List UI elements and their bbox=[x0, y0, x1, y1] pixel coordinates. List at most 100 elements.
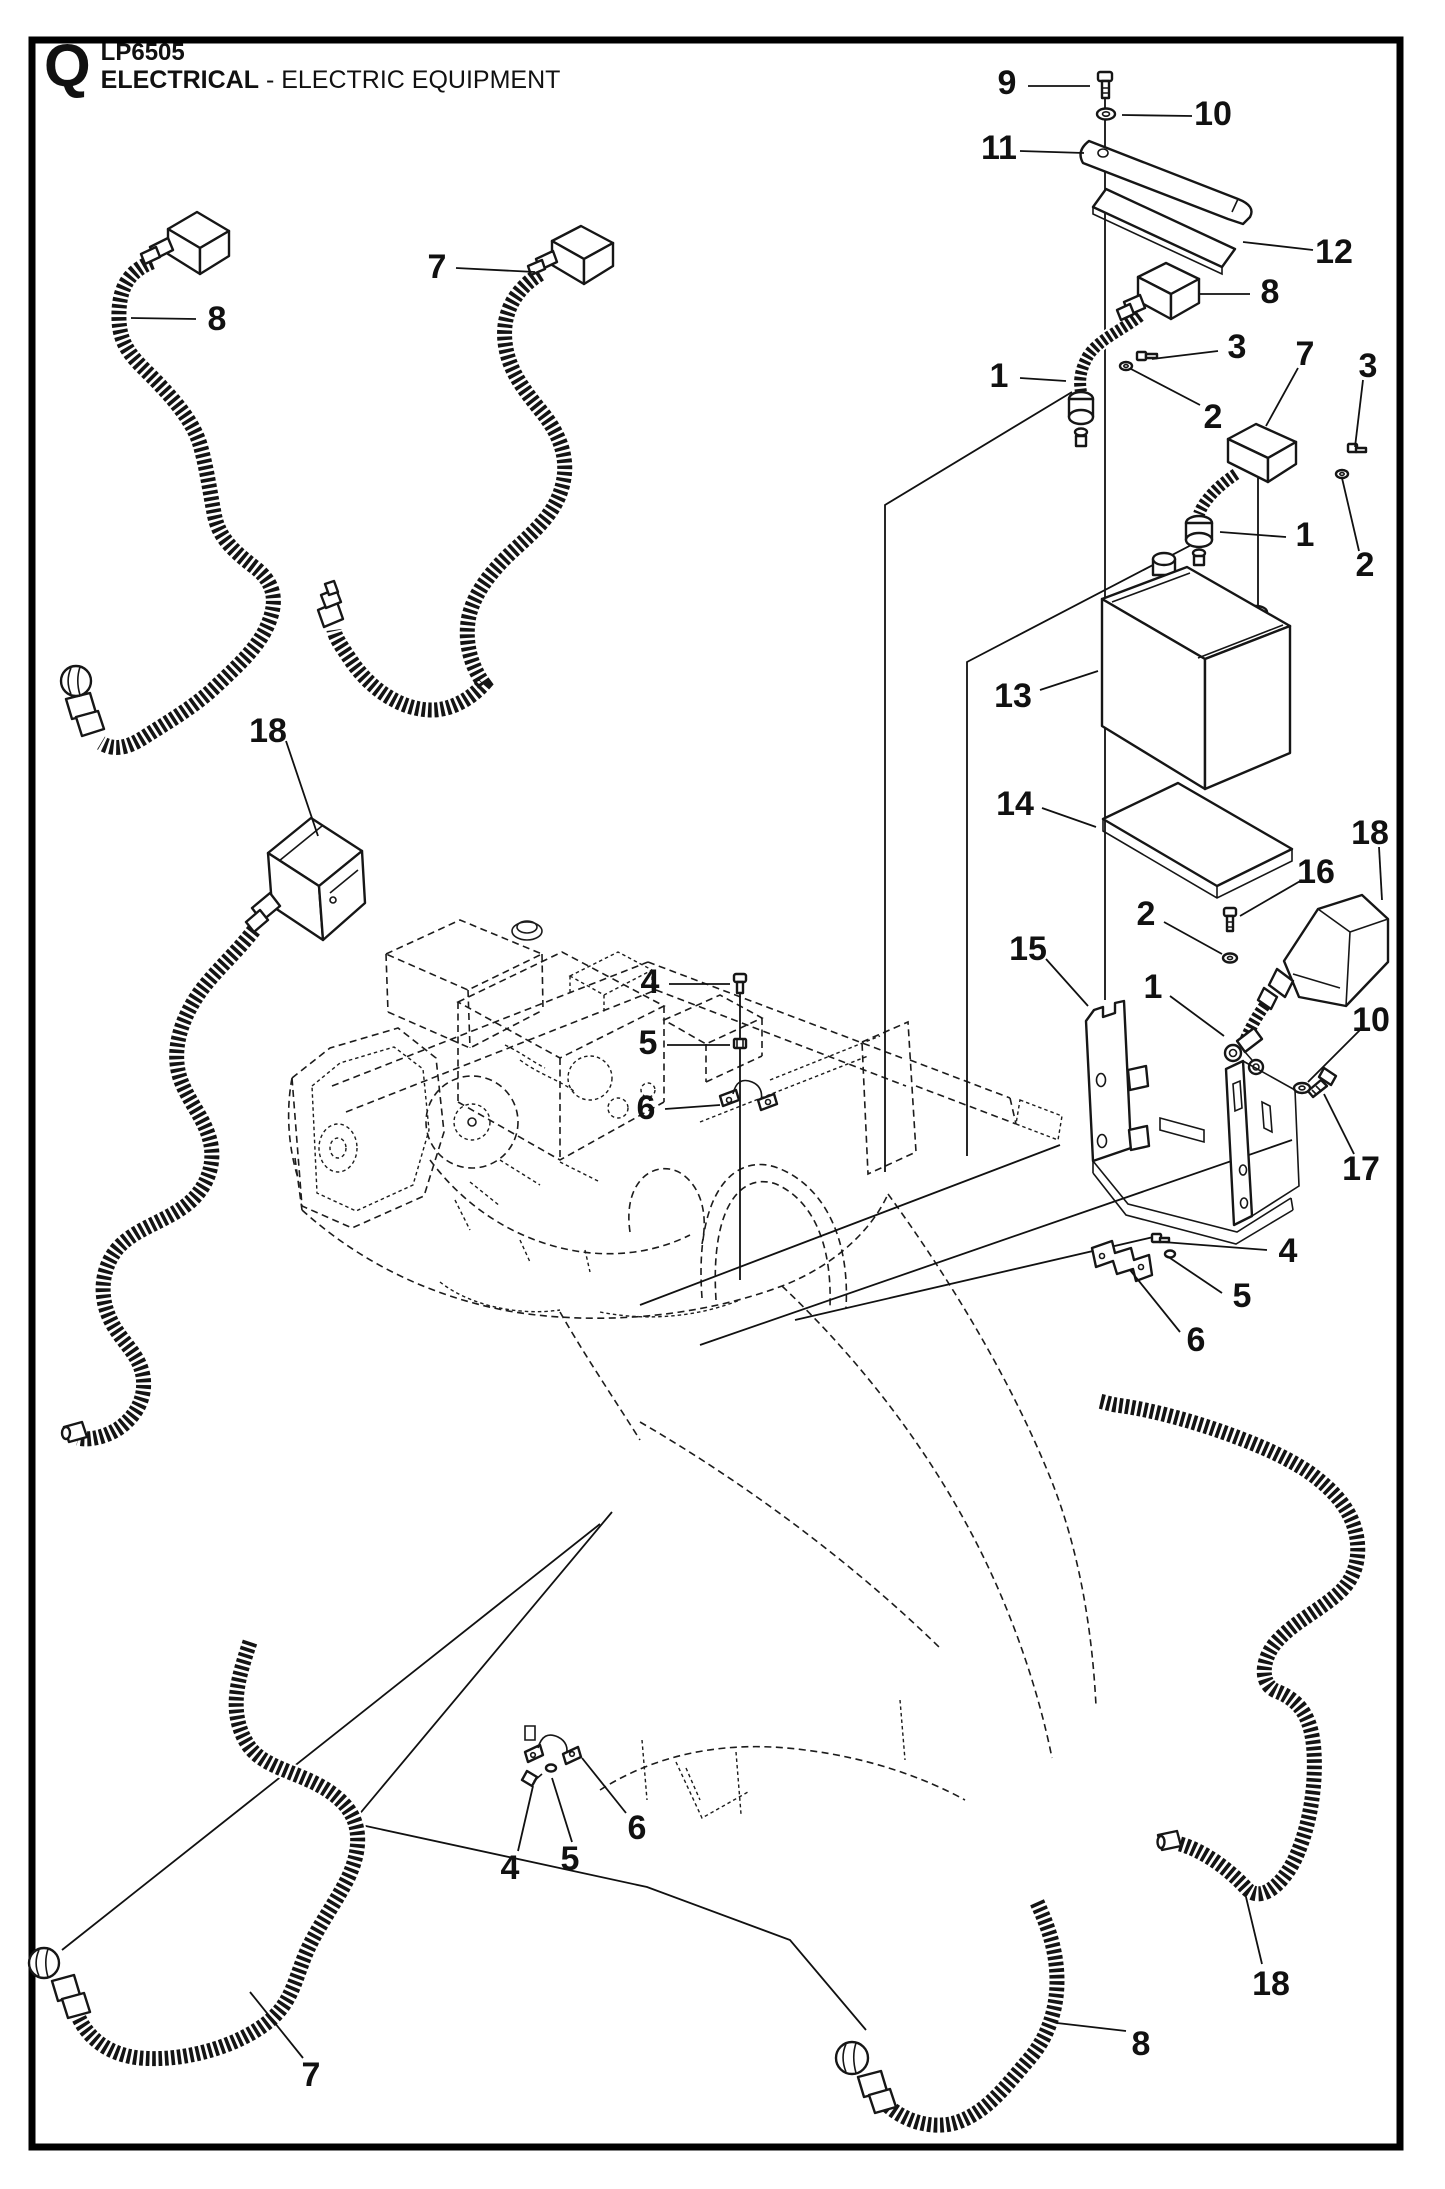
callout-leader-line bbox=[1019, 150, 1085, 154]
clamp-6-drawing bbox=[718, 1079, 779, 1112]
callout-leader-line bbox=[130, 317, 197, 320]
callout-leader-line bbox=[1242, 241, 1314, 251]
callout-leader-line bbox=[1219, 531, 1287, 538]
callout-number: 5 bbox=[639, 1024, 658, 1062]
callout-5: 5 bbox=[1166, 1255, 1252, 1315]
callout-leader-line bbox=[249, 1991, 304, 2059]
callout-leader-line bbox=[664, 1104, 721, 1110]
callout-11: 11 bbox=[981, 129, 1085, 167]
callout-number: 4 bbox=[1279, 1232, 1298, 1270]
callout-7: 7 bbox=[1265, 335, 1314, 427]
washer-5b-drawing bbox=[1163, 1249, 1177, 1259]
callout-18: 18 bbox=[249, 712, 319, 837]
callout-number: 13 bbox=[994, 677, 1032, 715]
washer-2b-drawing bbox=[1334, 468, 1350, 480]
callout-6: 6 bbox=[637, 1089, 721, 1127]
callout-number: 2 bbox=[1204, 398, 1223, 436]
battery-13-drawing bbox=[1100, 551, 1292, 791]
callout-leader-line bbox=[1323, 1093, 1355, 1155]
callout-3: 3 bbox=[1151, 328, 1246, 366]
callout-4: 4 bbox=[641, 963, 730, 1001]
callout-number: 1 bbox=[990, 357, 1009, 395]
callout-number: 4 bbox=[501, 1849, 520, 1887]
callout-leader-line bbox=[1121, 114, 1193, 117]
callout-number: 10 bbox=[1194, 95, 1232, 133]
washer-5c-drawing bbox=[544, 1763, 558, 1773]
routing-line-bottom-cable8 bbox=[350, 1511, 867, 2031]
page-title-rest: - ELECTRIC EQUIPMENT bbox=[259, 66, 561, 95]
callout-number: 7 bbox=[428, 248, 447, 286]
battery-bracket-15-drawing bbox=[1084, 999, 1300, 1245]
bolt-4-drawing bbox=[732, 972, 748, 995]
callout-leader-line bbox=[517, 1785, 534, 1852]
callout-4: 4 bbox=[1162, 1232, 1298, 1270]
callout-leader-line bbox=[1166, 1255, 1223, 1294]
routing-line-cable8 bbox=[884, 391, 1073, 1172]
callout-number: 6 bbox=[637, 1089, 656, 1127]
battery-pad-14-drawing bbox=[1101, 781, 1294, 899]
callout-8: 8 bbox=[1200, 273, 1279, 311]
callout-number: 11 bbox=[981, 129, 1017, 167]
callout-leader-line bbox=[1045, 958, 1089, 1007]
callout-number: 5 bbox=[561, 1840, 580, 1878]
callout-leader-line bbox=[1019, 377, 1067, 382]
title-block: Q LP6505 ELECTRICAL - ELECTRIC EQUIPMENT bbox=[44, 36, 561, 96]
callout-8: 8 bbox=[130, 300, 226, 338]
bolt-3-drawing bbox=[1135, 350, 1159, 362]
callout-6: 6 bbox=[581, 1757, 647, 1847]
callout-number: 8 bbox=[1261, 273, 1280, 311]
nut-5-drawing bbox=[732, 1037, 748, 1050]
model-number: LP6505 bbox=[100, 39, 185, 66]
callout-number: 4 bbox=[641, 963, 660, 1001]
bolt-3b-drawing bbox=[1346, 442, 1368, 454]
clamp-6c-drawing bbox=[523, 1725, 583, 1766]
callout-number: 14 bbox=[996, 785, 1034, 823]
callout-number: 18 bbox=[1252, 1965, 1290, 2003]
callout-leader-line bbox=[1151, 350, 1219, 360]
callout-17: 17 bbox=[1323, 1093, 1380, 1188]
callout-number: 17 bbox=[1342, 1150, 1380, 1188]
callout-leader-line bbox=[1378, 846, 1383, 901]
callout-leader-line bbox=[1163, 921, 1223, 955]
callout-1: 1 bbox=[1219, 516, 1314, 554]
callout-leader-line bbox=[1169, 995, 1225, 1037]
callout-leader-line bbox=[1162, 1241, 1268, 1251]
clamp-6b-drawing bbox=[1090, 1239, 1154, 1283]
callout-number: 5 bbox=[1233, 1277, 1252, 1315]
callout-5: 5 bbox=[639, 1024, 730, 1062]
bolt-9-drawing bbox=[1096, 70, 1114, 100]
callout-2: 2 bbox=[1341, 477, 1374, 584]
connector-18-right-drawing bbox=[1223, 893, 1390, 1076]
page-border bbox=[28, 36, 1404, 2151]
callout-number: 18 bbox=[1351, 814, 1389, 852]
callout-leader-line bbox=[455, 267, 536, 273]
page-title: ELECTRICAL - ELECTRIC EQUIPMENT bbox=[101, 66, 561, 95]
callout-leader-line bbox=[1265, 367, 1299, 427]
routing-line-cable7 bbox=[966, 541, 1198, 1156]
callout-5: 5 bbox=[551, 1777, 580, 1878]
callout-9: 9 bbox=[998, 64, 1090, 102]
bolt-16-drawing bbox=[1222, 906, 1238, 933]
cable-8-top-left-drawing bbox=[59, 210, 283, 757]
callout-leader-line bbox=[1041, 807, 1097, 828]
bolt-17-drawing bbox=[1306, 1066, 1338, 1099]
callout-7: 7 bbox=[249, 1991, 321, 2094]
callout-1: 1 bbox=[990, 357, 1067, 395]
routing-line-bottom-cable7 bbox=[61, 1523, 601, 1951]
callout-7: 7 bbox=[428, 248, 536, 286]
callout-number: 7 bbox=[302, 2056, 321, 2094]
callout-number: 6 bbox=[628, 1809, 647, 1847]
battery-cable-8-top-right-drawing bbox=[1067, 261, 1201, 448]
callout-number: 18 bbox=[249, 712, 287, 750]
callout-10: 10 bbox=[1307, 1001, 1390, 1083]
washer-2c-drawing bbox=[1221, 952, 1239, 964]
callout-leader-line bbox=[1130, 368, 1201, 406]
callout-number: 9 bbox=[998, 64, 1017, 102]
battery-cable-7-right-drawing bbox=[1184, 422, 1298, 567]
callout-number: 12 bbox=[1315, 233, 1353, 271]
cable-18-mid-left-drawing bbox=[60, 816, 367, 1449]
callout-leader-line bbox=[285, 740, 319, 837]
cable-7-bottom-left-drawing bbox=[27, 1632, 368, 2069]
